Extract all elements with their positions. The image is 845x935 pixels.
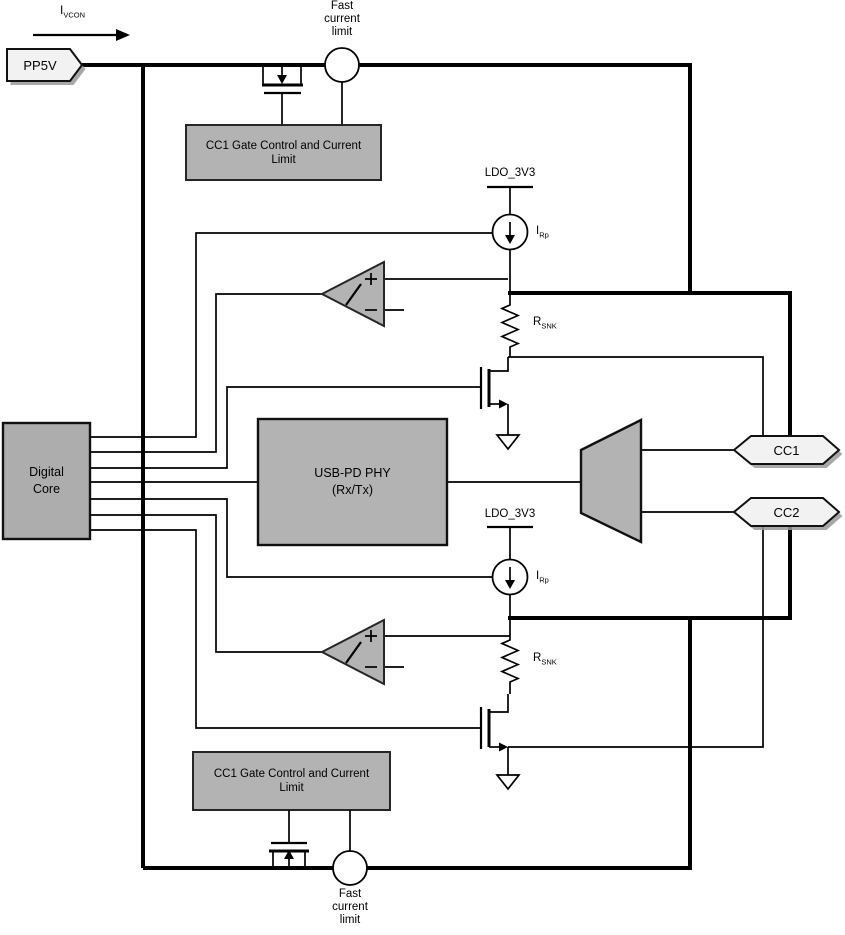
usbpd-phy-line1: USB-PD PHY (314, 466, 391, 480)
digital-core-label: Digital Core (3, 423, 90, 539)
cc-mux (579, 418, 643, 544)
current-source-irp-bottom (491, 558, 529, 618)
ctl-wire-irp-bottom (90, 498, 492, 578)
pp5v-rail-top (82, 63, 692, 293)
current-source-irp-top (491, 213, 529, 293)
fet-arrow-icon (499, 399, 508, 409)
current-sensor-circle-icon (324, 47, 360, 83)
fet-arrow-icon (499, 742, 508, 752)
gate-control-box-top (185, 124, 382, 181)
signal-wires (90, 232, 764, 748)
gate-control-label-top: CC1 Gate Control and Current Limit (205, 139, 362, 166)
cc2-tag (732, 497, 843, 530)
ctl-wire-comparator-bottom (90, 514, 322, 653)
usbpd-phy-box (256, 417, 449, 547)
current-source-arrow-icon (505, 235, 515, 244)
rsnk-base: R (533, 652, 542, 664)
fet-stubs (272, 851, 306, 866)
power-rails (82, 63, 792, 870)
current-sensor-circle-icon (332, 850, 368, 886)
ivcon-arrow (33, 29, 130, 41)
cc2-power-path (508, 527, 792, 620)
gate-control-box-bottom (192, 751, 391, 811)
cc2-label: CC2 (773, 504, 800, 520)
rsnk-resistor-top (499, 293, 521, 357)
fast-current-limit-sensor-top (324, 47, 360, 125)
irp-label-top: IRp (536, 225, 549, 239)
ldo-rail-top (487, 185, 533, 215)
plus-sign-icon (365, 630, 377, 642)
cc2-sense-wire (508, 526, 764, 748)
hysteresis-slash-icon (345, 641, 362, 664)
pp5v-label: PP5V (23, 57, 57, 73)
irp-label-bottom: IRp (536, 570, 549, 584)
irp-sub: Rp (539, 575, 549, 585)
rsnk-sub: SNK (541, 657, 557, 667)
ground-icon (495, 774, 521, 791)
fast-current-limit-sensor-bottom (332, 810, 368, 886)
cc1-power-path (508, 291, 792, 436)
fet-drain (489, 694, 509, 713)
hysteresis-slash-icon (345, 283, 362, 306)
current-source-arrow-icon (505, 580, 515, 589)
ldo-label-bottom: LDO_3V3 (484, 508, 536, 520)
ivcon-base: I (60, 3, 64, 17)
ctl-wire-gate-bottom (90, 529, 481, 729)
pp5v-tag (6, 48, 86, 85)
irp-sub: Rp (539, 230, 549, 240)
rsnk-sub: SNK (541, 321, 557, 331)
cc1-tag (732, 435, 843, 468)
tag-shape (732, 497, 841, 527)
rsnk-resistor-bottom (499, 618, 521, 694)
ctl-wire-irp-top (90, 232, 492, 438)
ground-icon (495, 434, 521, 451)
tag-shape (732, 435, 841, 465)
cc1-sense-wire (508, 356, 764, 436)
ldo-label-top: LDO_3V3 (484, 167, 536, 179)
usbpd-phy-line2: (Rx/Tx) (332, 483, 373, 497)
comparator-bottom (319, 618, 510, 686)
ldo-rail-bottom (487, 525, 533, 560)
rsnk-label-bottom: RSNK (533, 652, 557, 666)
ctl-wire-gate-top (90, 386, 481, 469)
digital-core-text: Digital Core (29, 465, 64, 496)
usbpd-phy-label: USB-PD PHY (Rx/Tx) (258, 419, 447, 545)
plus-sign-icon (365, 273, 377, 285)
cc1-label: CC1 (773, 442, 800, 458)
fast-current-limit-label-top: Fast current limit (324, 0, 360, 38)
comparator-top (319, 260, 508, 328)
sink-fet-bottom (479, 694, 521, 791)
vconn-pass-fet-bottom (269, 810, 309, 866)
digital-core-box (1, 421, 92, 541)
irp-base: I (536, 570, 540, 582)
ivcon-arrowhead-icon (116, 29, 130, 41)
fet-drain (489, 357, 509, 372)
fet-stubs (262, 67, 302, 85)
fet-arrow-icon (284, 850, 294, 859)
ivcon-label: IVCON (60, 4, 85, 19)
gate-control-label-bottom: CC1 Gate Control and Current Limit (213, 768, 370, 794)
ctl-wire-comparator-top (90, 293, 322, 453)
sink-fet-top (479, 357, 521, 451)
vconn-rail-bottom (143, 618, 692, 870)
ivcon-sub: VCON (63, 10, 86, 20)
tag-shape (6, 48, 84, 82)
vconn-pass-fet-top (262, 67, 303, 125)
irp-base: I (536, 225, 540, 237)
fast-current-limit-label-bottom: Fast current limit (332, 888, 368, 926)
rsnk-base: R (533, 316, 542, 328)
rsnk-label-top: RSNK (533, 316, 557, 330)
fet-arrow-icon (277, 75, 287, 84)
